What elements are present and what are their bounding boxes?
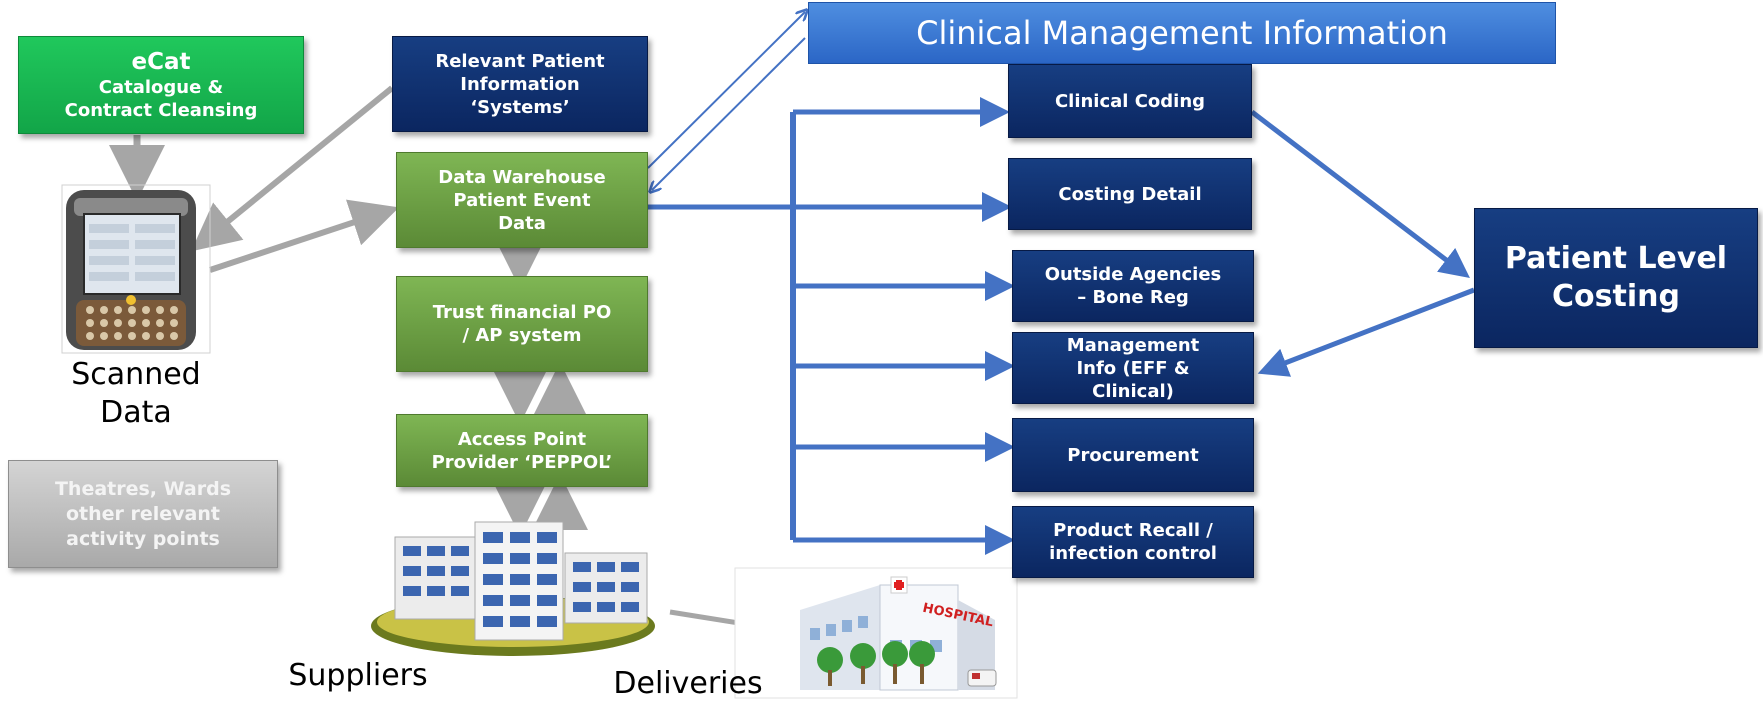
access-point-box: Access Point Provider ‘PEPPOL’ — [396, 414, 648, 487]
clinical-management-info-banner: Clinical Management Information — [808, 2, 1556, 64]
ecat-title: eCat — [131, 49, 191, 75]
patient-level-costing-box: Patient Level Costing — [1474, 208, 1758, 348]
ecat-box: eCat Catalogue & Contract Cleansing — [18, 36, 304, 134]
theatres-box: Theatres, Wards other relevant activity … — [8, 460, 278, 568]
arrow-coding-to-plc — [1250, 110, 1470, 279]
management-info-box: Management Info (EFF & Clinical) — [1012, 332, 1254, 404]
ecat-line-2: Contract Cleansing — [64, 100, 258, 121]
clinical-coding-box: Clinical Coding — [1008, 64, 1252, 138]
ecat-line-1: Catalogue & — [98, 77, 224, 98]
trust-financial-box: Trust financial PO / AP system — [396, 276, 648, 372]
arrow-banner-to-warehouse — [652, 37, 806, 190]
handheld-scanner-icon — [61, 184, 211, 354]
hospital-icon — [734, 567, 1018, 699]
outside-agencies-box: Outside Agencies – Bone Reg — [1012, 250, 1254, 322]
arrow-scanner-to-warehouse — [209, 199, 400, 273]
costing-detail-box: Costing Detail — [1008, 158, 1252, 230]
deliveries-label: Deliveries — [613, 666, 763, 701]
arrow-systems-to-scanner — [191, 85, 394, 252]
arrow-warehouse-to-banner — [647, 12, 805, 169]
relevant-patient-systems-box: Relevant Patient Information ‘Systems’ — [392, 36, 648, 132]
scanned-data-label: Scanned Data — [71, 357, 201, 430]
arrow-plc-to-management — [1257, 287, 1475, 377]
data-warehouse-box: Data Warehouse Patient Event Data — [396, 152, 648, 248]
suppliers-buildings-icon — [371, 521, 655, 656]
product-recall-box: Product Recall / infection control — [1012, 506, 1254, 578]
suppliers-label: Suppliers — [288, 658, 428, 693]
procurement-box: Procurement — [1012, 418, 1254, 492]
